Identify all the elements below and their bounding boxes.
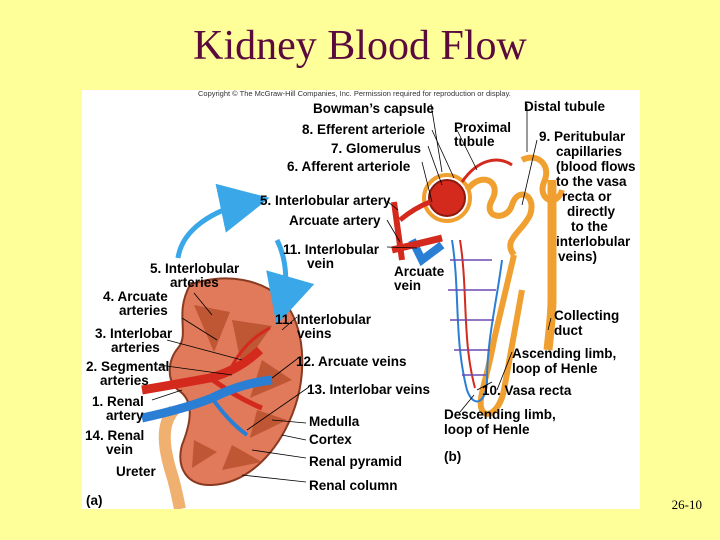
arcuate-artery-vessel — [391, 234, 443, 254]
label-renal-pyramid: Renal pyramid — [309, 454, 402, 469]
label-glomerulus: 7. Glomerulus — [331, 141, 421, 156]
label-interlobular-vein-2: vein — [307, 256, 334, 271]
renal-vein-vessel — [141, 375, 273, 423]
label-interlobar-veins: 13. Interlobar veins — [307, 382, 430, 397]
label-peritubular-3: (blood flows — [556, 159, 635, 174]
label-interlobar-arteries-2: arteries — [111, 340, 160, 355]
label-interlobular-vein-1: 11. Interlobular — [283, 242, 380, 257]
loop-of-henle-shape — [477, 254, 525, 417]
label-ureter: Ureter — [116, 464, 157, 479]
label-renal-artery-1: 1. Renal — [92, 394, 144, 409]
label-bowmans-capsule: Bowman’s capsule — [313, 101, 435, 116]
label-peritubular-1: 9. Peritubular — [539, 129, 626, 144]
renal-pyramid-1 — [194, 305, 230, 352]
label-panel-b: (b) — [444, 449, 461, 464]
label-renal-artery-2: artery — [106, 408, 144, 423]
kidney-diagram: Copyright © The McGraw-Hill Companies, I… — [85, 90, 635, 509]
label-peritubular-4: to the vasa — [556, 174, 627, 189]
label-afferent-arteriole: 6. Afferent arteriole — [287, 159, 411, 174]
label-descending-limb-2: loop of Henle — [444, 422, 530, 437]
nephron — [391, 154, 565, 417]
label-peritubular-8: interlobular — [556, 234, 631, 249]
label-segmental-arteries-2: arteries — [100, 373, 149, 388]
vasa-recta-artery — [459, 239, 476, 389]
label-arcuate-vein-2: vein — [394, 278, 421, 293]
label-arcuate-artery: Arcuate artery — [289, 213, 381, 228]
kidney-figure: Copyright © The McGraw-Hill Companies, I… — [82, 90, 640, 509]
renal-pyramid-5 — [222, 445, 262, 470]
leader-lines — [151, 103, 552, 483]
label-arcuate-arteries-1: 4. Arcuate — [103, 289, 168, 304]
ureter-tube — [158, 405, 186, 509]
label-ascending-limb-1: Ascending limb, — [512, 346, 616, 361]
label-distal-tubule: Distal tubule — [524, 99, 605, 114]
label-peritubular-2: capillaries — [556, 144, 622, 159]
label-medulla: Medulla — [309, 414, 360, 429]
label-peritubular-6: directly — [567, 204, 616, 219]
label-interlobular-artery: 5. Interlobular artery — [260, 193, 391, 208]
label-peritubular-9: veins) — [558, 249, 597, 264]
label-collecting-duct-2: duct — [554, 323, 583, 338]
label-interlobular-veins-1: 11. Interlobular — [275, 312, 372, 327]
label-collecting-duct-1: Collecting — [554, 308, 619, 323]
label-interlobular-veins-2: veins — [297, 326, 332, 341]
label-renal-column: Renal column — [309, 478, 398, 493]
flow-arrow-down — [266, 238, 315, 326]
bowmans-capsule-shape — [422, 173, 472, 223]
label-proximal-tubule-1: Proximal — [454, 120, 511, 135]
label-arcuate-arteries-2: arteries — [119, 303, 168, 318]
kidney-section — [141, 277, 304, 509]
label-segmental-arteries-1: 2. Segmental — [86, 359, 169, 374]
label-interlobular-arteries-1: 5. Interlobular — [150, 261, 240, 276]
label-proximal-tubule-2: tubule — [454, 134, 495, 149]
label-ascending-limb-2: loop of Henle — [512, 361, 598, 376]
interlobar-artery-vessel — [230, 326, 271, 367]
renal-pyramid-4 — [250, 410, 287, 438]
slide-title: Kidney Blood Flow — [193, 23, 527, 69]
proximal-tubule-shape — [464, 176, 535, 257]
renal-pyramid-6 — [192, 440, 217, 468]
interlobar-vein-vessel — [210, 396, 249, 437]
label-arcuate-veins: 12. Arcuate veins — [296, 354, 407, 369]
label-renal-vein-1: 14. Renal — [85, 428, 144, 443]
afferent-arteriole-vessel — [398, 199, 431, 222]
page-number: 26-10 — [671, 497, 702, 512]
label-cortex: Cortex — [309, 432, 352, 447]
vasa-recta-vein — [451, 239, 503, 403]
label-interlobar-arteries-1: 3. Interlobar — [95, 326, 173, 341]
label-vasa-recta: 10. Vasa recta — [482, 383, 572, 398]
label-efferent-arteriole: 8. Efferent arteriole — [302, 122, 426, 137]
efferent-arteriole-vessel — [460, 158, 513, 183]
label-peritubular-5: recta or — [562, 189, 612, 204]
copyright-text: Copyright © The McGraw-Hill Companies, I… — [198, 90, 511, 98]
label-panel-a: (a) — [86, 493, 103, 508]
glomerulus-shape — [428, 179, 466, 217]
label-arcuate-vein-1: Arcuate — [394, 264, 445, 279]
segmental-artery-vessel — [208, 375, 263, 411]
label-descending-limb-1: Descending limb, — [444, 407, 556, 422]
label-interlobular-arteries-2: arteries — [170, 275, 219, 290]
label-peritubular-7: to the — [571, 219, 608, 234]
label-renal-vein-2: vein — [106, 442, 133, 457]
peritubular-capillary-net — [448, 259, 496, 376]
flow-arrow-up — [175, 183, 270, 259]
renal-artery-vessel — [141, 346, 264, 395]
collecting-duct-shape — [543, 180, 557, 351]
